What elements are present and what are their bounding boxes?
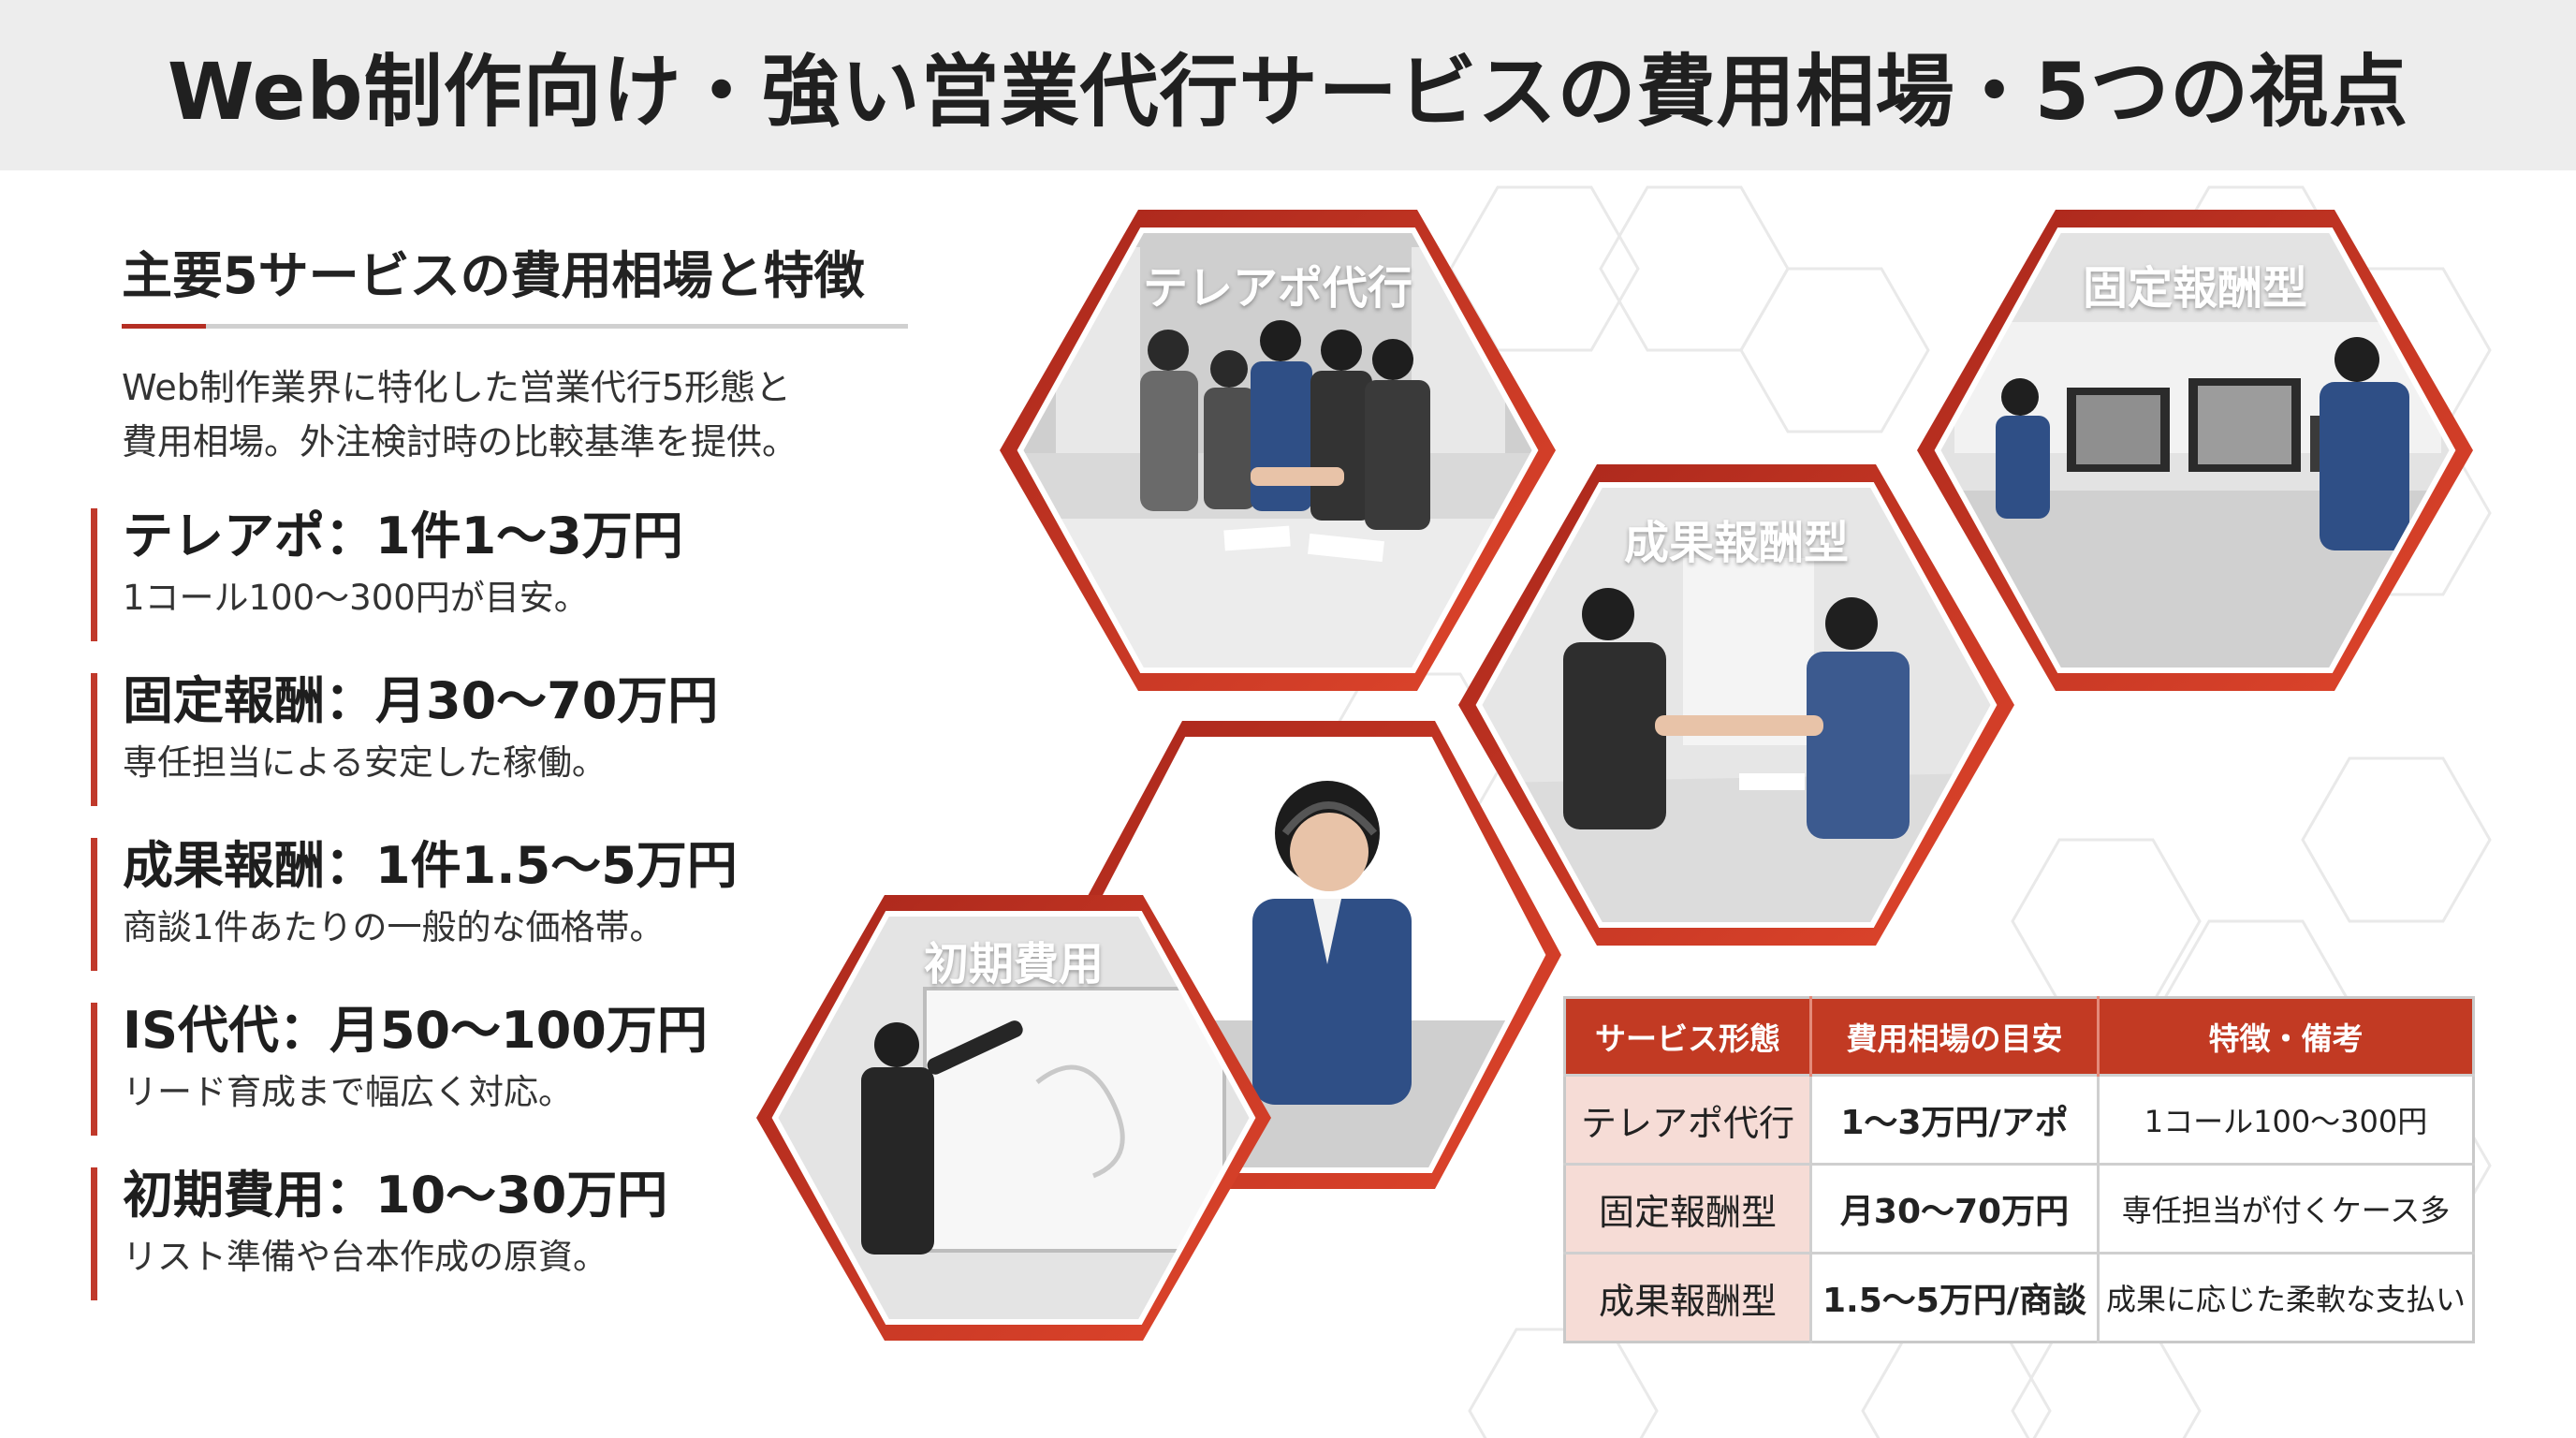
hex-label-seika: 成果報酬型 bbox=[1623, 517, 1849, 569]
fee-item-fixed: 固定報酬：月30〜70万円 専任担当による安定した稼働。 bbox=[91, 668, 933, 806]
fee-item-heading: テレアポ：1件1〜3万円 bbox=[123, 506, 683, 565]
fee-item-heading: IS代代：月50〜100万円 bbox=[123, 1001, 708, 1060]
hex-seika: 成果報酬型 bbox=[1458, 464, 2014, 946]
title-bar: Web制作向け・強い営業代行サービスの費用相場・5つの視点 bbox=[0, 0, 2576, 170]
hex-shoki: 初期費用 bbox=[756, 895, 1271, 1341]
fee-item-heading: 成果報酬：1件1.5〜5万円 bbox=[123, 836, 738, 895]
fee-item-description: 1コール100〜300円が目安。 bbox=[123, 578, 589, 618]
fee-item-initial: 初期費用：10〜30万円 リスト準備や台本作成の原資。 bbox=[91, 1162, 933, 1300]
intro-text: Web制作業界に特化した営業代行5形態と 費用相場。外注検討時の比較基準を提供。 bbox=[122, 367, 798, 462]
table-header-row: サービス形態 費用相場の目安 特徴・備考 bbox=[1564, 997, 2474, 1076]
fee-item-accent-bar bbox=[91, 1167, 97, 1300]
hex-label-teleapo: テレアポ代行 bbox=[1142, 262, 1412, 315]
fee-item-performance: 成果報酬：1件1.5〜5万円 商談1件あたりの一般的な価格帯。 bbox=[91, 832, 933, 971]
table-cell-service: テレアポ代行 bbox=[1564, 1074, 1812, 1165]
fee-item-accent-bar bbox=[91, 1003, 97, 1136]
fee-list: テレアポ：1件1〜3万円 1コール100〜300円が目安。 固定報酬：月30〜7… bbox=[91, 503, 933, 1327]
fee-item-description: リスト準備や台本作成の原資。 bbox=[123, 1237, 607, 1277]
fee-item-heading: 初期費用：10〜30万円 bbox=[123, 1166, 668, 1225]
table-cell-service: 固定報酬型 bbox=[1564, 1163, 1812, 1254]
fee-item-is: IS代代：月50〜100万円 リード育成まで幅広く対応。 bbox=[91, 997, 933, 1136]
hex-kotei: 固定報酬型 bbox=[1917, 210, 2473, 691]
fee-item-teleapo: テレアポ：1件1〜3万円 1コール100〜300円が目安。 bbox=[91, 503, 933, 641]
cost-comparison-table: サービス形態 費用相場の目安 特徴・備考 テレアポ代行 1〜3万円/アポ 1コー… bbox=[1563, 996, 2475, 1343]
meeting-illustration bbox=[1000, 210, 1556, 691]
column-header-cost: 費用相場の目安 bbox=[1810, 997, 2100, 1076]
table-cell-notes: 成果に応じた柔軟な支払い bbox=[2098, 1252, 2474, 1343]
handshake-illustration bbox=[1458, 464, 2014, 946]
hex-label-kotei: 固定報酬型 bbox=[2082, 262, 2307, 315]
fee-item-heading: 固定報酬：月30〜70万円 bbox=[123, 671, 719, 730]
column-header-service: サービス形態 bbox=[1564, 997, 1812, 1076]
table-cell-cost: 月30〜70万円 bbox=[1810, 1163, 2100, 1254]
summary-panel: 主要5サービスの費用相場と特徴 Web制作業界に特化した営業代行5形態と 費用相… bbox=[122, 234, 927, 469]
fee-item-description: 商談1件あたりの一般的な価格帯。 bbox=[123, 907, 665, 947]
table-cell-notes: 専任担当が付くケース多 bbox=[2098, 1163, 2474, 1254]
table-row: 固定報酬型 月30〜70万円 専任担当が付くケース多 bbox=[1564, 1163, 2474, 1254]
column-header-notes: 特徴・備考 bbox=[2098, 997, 2474, 1076]
table-row: テレアポ代行 1〜3万円/アポ 1コール100〜300円 bbox=[1564, 1074, 2474, 1165]
table-cell-cost: 1〜3万円/アポ bbox=[1810, 1074, 2100, 1165]
office-desk-illustration bbox=[1917, 210, 2473, 691]
heading-underline-accent bbox=[122, 324, 206, 329]
fee-item-description: リード育成まで幅広く対応。 bbox=[123, 1072, 573, 1112]
table-cell-notes: 1コール100〜300円 bbox=[2098, 1074, 2474, 1165]
hex-label-shoki: 初期費用 bbox=[923, 938, 1104, 990]
table-cell-service: 成果報酬型 bbox=[1564, 1252, 1812, 1343]
hex-teleapo: テレアポ代行 bbox=[1000, 210, 1556, 691]
whiteboard-presenter-illustration bbox=[756, 895, 1271, 1341]
table-cell-cost: 1.5〜5万円/商談 bbox=[1810, 1252, 2100, 1343]
table-row: 成果報酬型 1.5〜5万円/商談 成果に応じた柔軟な支払い bbox=[1564, 1252, 2474, 1343]
fee-item-accent-bar bbox=[91, 838, 97, 971]
heading-underline bbox=[122, 324, 908, 329]
fee-item-accent-bar bbox=[91, 673, 97, 806]
fee-item-accent-bar bbox=[91, 508, 97, 641]
fee-item-description: 専任担当による安定した稼働。 bbox=[123, 742, 607, 783]
page-title: Web制作向け・強い営業代行サービスの費用相場・5つの視点 bbox=[167, 45, 2409, 138]
section-heading: 主要5サービスの費用相場と特徴 bbox=[122, 234, 908, 329]
